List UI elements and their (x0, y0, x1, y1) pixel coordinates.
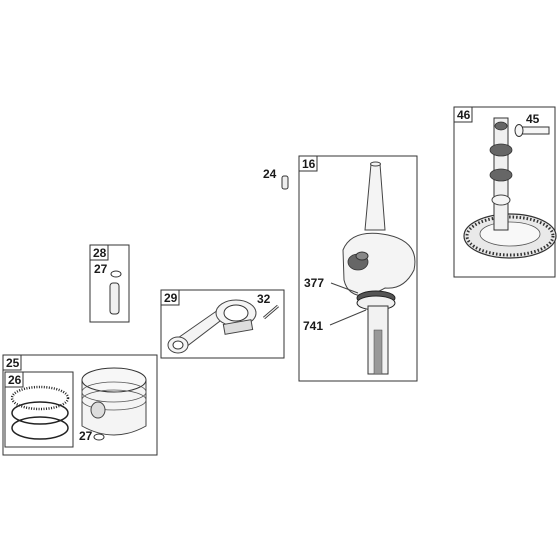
cam-pin-head (514, 124, 524, 137)
connecting-rod-group: 29 32 (160, 289, 285, 359)
label-27-piston: 27 (79, 429, 93, 443)
label-27-pin: 27 (94, 262, 108, 276)
leader-741 (329, 309, 367, 326)
rod-big-bore (223, 304, 249, 322)
rod-small-bore (172, 340, 184, 350)
crankshaft-group: 16 377 741 (298, 155, 418, 382)
connecting-rod-frame (160, 289, 285, 359)
tag-29: 29 (164, 291, 178, 305)
ring-bottom (11, 416, 69, 440)
piston-group: 25 26 27 (2, 354, 158, 456)
cam-lobe-1 (489, 143, 513, 157)
piston-pin-frame (89, 244, 130, 323)
tag-16-box (298, 155, 318, 172)
piston-clip (93, 433, 105, 441)
cam-lobe-2 (489, 168, 513, 182)
tag-25: 25 (6, 356, 20, 370)
piston-pin (109, 282, 120, 315)
label-45: 45 (526, 112, 540, 126)
piston-crown (81, 367, 147, 393)
ring-middle (11, 401, 69, 425)
piston-frame (2, 354, 158, 456)
rings-frame (4, 371, 74, 448)
crankshaft-frame (298, 155, 418, 382)
dowel-pin (281, 175, 289, 190)
rod-cap (222, 319, 254, 335)
cam-tip (494, 121, 508, 131)
camshaft-frame (453, 106, 556, 278)
crank-pin-end (355, 251, 369, 261)
tag-16: 16 (302, 157, 316, 171)
camshaft-group: 46 45 (453, 106, 557, 278)
label-377: 377 (304, 276, 324, 290)
tag-46: 46 (457, 108, 471, 122)
tag-28: 28 (93, 246, 107, 260)
tag-46-box (453, 106, 473, 123)
label-32: 32 (257, 292, 271, 306)
cam-journal (491, 194, 511, 206)
piston-groove-1 (81, 381, 147, 403)
piston-body (81, 379, 147, 436)
rod-bolt-hi (263, 305, 279, 319)
crank-top (370, 161, 381, 167)
crank-keyway (373, 329, 383, 375)
pin-clip (110, 270, 122, 278)
leader-377 (330, 282, 359, 294)
tag-26: 26 (8, 373, 22, 387)
cam-gear-teeth (465, 215, 555, 257)
dowel-group: 24 (263, 167, 289, 190)
label-24: 24 (263, 167, 277, 181)
tag-29-box (160, 289, 180, 306)
tag-25-box (2, 354, 22, 371)
piston-pin-boss (90, 401, 106, 419)
ring-top (10, 385, 70, 411)
crank-web (342, 232, 416, 297)
crank-upper-taper (364, 163, 386, 231)
tag-28-box (89, 244, 109, 261)
piston-pin-group: 28 27 (89, 244, 130, 323)
label-741: 741 (303, 319, 323, 333)
piston-groove-2 (81, 389, 147, 411)
tag-26-box (4, 371, 24, 388)
cam-gear-web (479, 221, 541, 247)
